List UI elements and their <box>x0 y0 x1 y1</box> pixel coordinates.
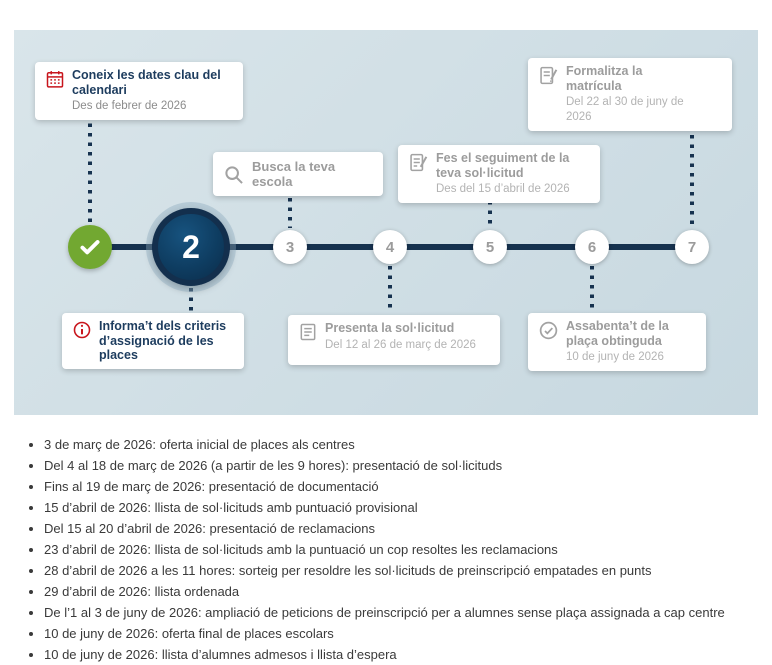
step-number: 3 <box>285 238 295 256</box>
card-subtitle: Des del 15 d’abril de 2026 <box>436 183 570 195</box>
card-presenta-sollicitud: Presenta la sol·licitud Del 12 al 26 de … <box>288 315 500 365</box>
form-icon <box>298 322 318 342</box>
connector-step-5 <box>488 201 492 228</box>
calendar-icon <box>45 69 65 89</box>
step-number: 4 <box>385 238 395 256</box>
date-list-item: 3 de març de 2026: oferta inicial de pla… <box>44 434 772 455</box>
card-criteris-assignacio: Informa’t dels criteris d’assignació de … <box>62 313 244 369</box>
step-6: 6 <box>575 230 609 264</box>
card-dates-clau: Coneix les dates clau del calendari Des … <box>35 62 243 120</box>
card-subtitle: 10 de juny de 2026 <box>566 351 664 363</box>
date-list-item: 28 d’abril de 2026 a les 11 hores: sorte… <box>44 560 772 581</box>
timeline-infographic: 2 3 4 5 6 7 Coneix les dates clau del ca… <box>14 30 758 415</box>
search-icon <box>223 164 245 186</box>
connector-step-7 <box>690 116 694 228</box>
date-list-item: De l’1 al 3 de juny de 2026: ampliació d… <box>44 602 772 623</box>
date-list-item: Del 4 al 18 de març de 2026 (a partir de… <box>44 455 772 476</box>
card-title: Coneix les dates clau del calendari <box>72 68 221 97</box>
card-placa-obtinguda: Assabenta’t de la plaça obtinguda 10 de … <box>528 313 706 371</box>
card-title: Busca la teva escola <box>252 158 336 189</box>
date-list-item: 10 de juny de 2026: llista d’alumnes adm… <box>44 644 772 665</box>
connector-step-1 <box>88 114 92 223</box>
date-list-item: 15 d’abril de 2026: llista de sol·licitu… <box>44 497 772 518</box>
date-list-item: Fins al 19 de març de 2026: presentació … <box>44 476 772 497</box>
step-number: 7 <box>687 238 697 256</box>
card-title: Formalitza la matrícula <box>566 64 643 93</box>
step-1-done <box>68 225 112 269</box>
check-icon <box>77 234 103 260</box>
card-formalitza-matricula: Formalitza la matrícula Del 22 al 30 de … <box>528 58 732 131</box>
step-5: 5 <box>473 230 507 264</box>
key-dates-list: 3 de març de 2026: oferta inicial de pla… <box>28 434 772 665</box>
card-subtitle: Del 22 al 30 de juny de 2026 <box>566 96 684 123</box>
card-busca-escola: Busca la teva escola <box>213 152 383 196</box>
date-list-item: Del 15 al 20 d’abril de 2026: presentaci… <box>44 518 772 539</box>
step-7: 7 <box>675 230 709 264</box>
card-subtitle: Des de febrer de 2026 <box>72 100 187 112</box>
card-title: Assabenta’t de la plaça obtinguda <box>566 319 669 348</box>
card-title: Informa’t dels criteris d’assignació de … <box>99 319 227 362</box>
connector-step-4 <box>388 266 392 313</box>
card-title: Presenta la sol·licitud <box>325 321 455 335</box>
step-number: 6 <box>587 238 597 256</box>
card-title: Fes el seguiment de la teva sol·licitud <box>436 151 570 180</box>
date-list-item: 29 d’abril de 2026: llista ordenada <box>44 581 772 602</box>
step-number: 5 <box>485 238 495 256</box>
connector-step-6 <box>590 266 594 311</box>
card-subtitle: Del 12 al 26 de març de 2026 <box>325 338 476 351</box>
connector-step-2 <box>189 288 193 311</box>
step-2-current: 2 <box>152 208 230 286</box>
step-3: 3 <box>273 230 307 264</box>
check-circle-icon <box>538 320 559 341</box>
connector-step-3 <box>288 198 292 228</box>
checklist-pen-icon <box>408 152 429 173</box>
clipboard-pen-icon <box>538 65 559 86</box>
step-4: 4 <box>373 230 407 264</box>
card-seguiment-sollicitud: Fes el seguiment de la teva sol·licitud … <box>398 145 600 203</box>
step-number: 2 <box>182 228 200 265</box>
info-icon <box>72 320 92 340</box>
date-list-item: 10 de juny de 2026: oferta final de plac… <box>44 623 772 644</box>
date-list-item: 23 d’abril de 2026: llista de sol·licitu… <box>44 539 772 560</box>
